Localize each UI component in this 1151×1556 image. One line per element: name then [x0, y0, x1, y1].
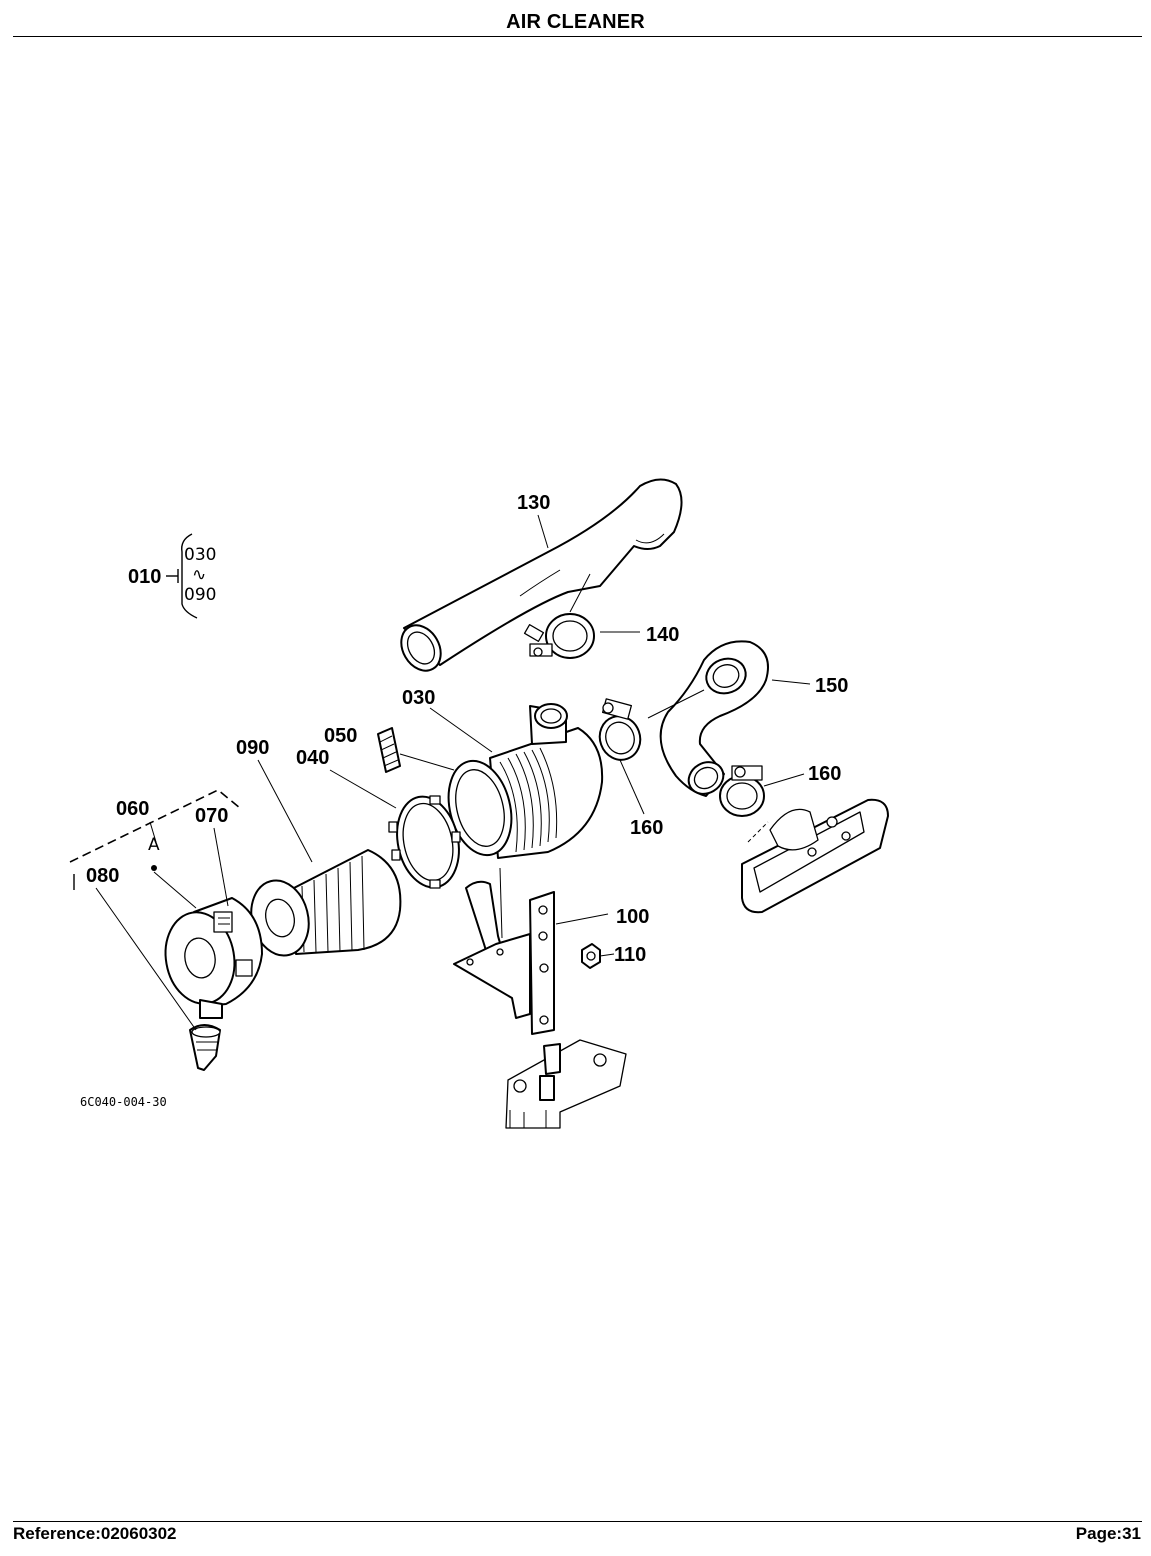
clamp-band-part	[388, 795, 461, 889]
callout-160-right: 160	[808, 763, 841, 785]
page-title: AIR CLEANER	[506, 11, 645, 33]
header-rule	[13, 36, 1142, 37]
intake-manifold-part	[741, 798, 889, 914]
intake-pipe-part	[400, 478, 683, 672]
dust-cover-part	[164, 897, 263, 1019]
callout-080: 080	[86, 865, 119, 887]
hose-clamp-middle-part	[598, 698, 642, 761]
cover-group-dashed-bracket	[69, 789, 241, 863]
evacuator-valve-part	[189, 1024, 221, 1071]
air-cleaner-body-part	[447, 703, 604, 859]
figure-code: 6C040-004-30	[80, 1095, 167, 1109]
elbow-hose-part	[659, 640, 769, 797]
callout-150: 150	[815, 675, 848, 697]
detail-a-marker	[151, 865, 157, 871]
bracket-part	[453, 880, 555, 1035]
leader-lines	[95, 514, 811, 1031]
group-range-mark: ∿	[192, 565, 206, 585]
nut-part	[581, 943, 601, 969]
callout-030: 030	[402, 687, 435, 709]
callout-160-middle: 160	[630, 817, 663, 839]
reference-number: Reference:02060302	[13, 1524, 177, 1543]
group-range-end: 090	[184, 585, 216, 605]
callout-050: 050	[324, 725, 357, 747]
callout-040: 040	[296, 747, 329, 769]
footer-rule	[13, 1521, 1142, 1522]
page-number: Page:31	[1075, 1524, 1141, 1543]
group-range-start: 030	[184, 545, 216, 565]
callout-070: 070	[195, 805, 228, 827]
callout-140: 140	[646, 624, 679, 646]
callout-090: 090	[236, 737, 269, 759]
assembly-group-bracket	[166, 533, 198, 619]
hose-clamp-upper-part	[523, 613, 595, 659]
callout-100: 100	[616, 906, 649, 928]
cover-clip-part	[213, 911, 253, 977]
hose-clamp-lower-part	[719, 765, 765, 817]
callout-130: 130	[517, 492, 550, 514]
callout-010: 010	[128, 566, 161, 588]
detail-letter: A	[148, 835, 160, 855]
callout-060: 060	[116, 798, 149, 820]
caution-label-part	[377, 727, 401, 773]
engine-block-part	[505, 1039, 627, 1129]
callout-110: 110	[614, 944, 646, 966]
filter-element-part	[250, 849, 402, 957]
